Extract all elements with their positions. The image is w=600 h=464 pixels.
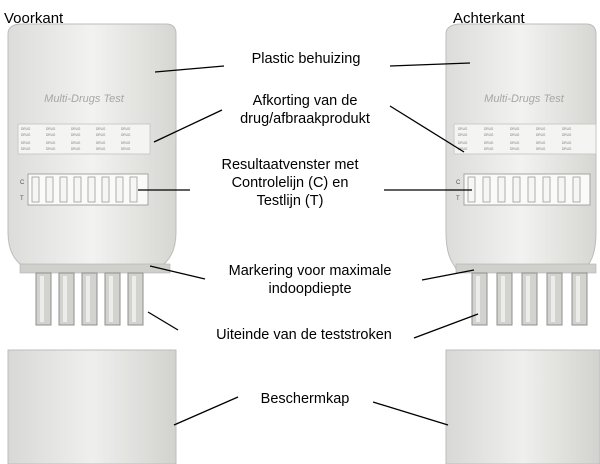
svg-text:DRUG: DRUG: [510, 141, 520, 145]
svg-text:DRUG: DRUG: [562, 147, 572, 151]
back-heading: Achterkant: [453, 10, 525, 27]
svg-text:DRUG: DRUG: [562, 127, 572, 131]
label-abbrev-line2: drug/afbraakprodukt: [240, 111, 370, 127]
leader-max-back: [421, 269, 475, 281]
svg-text:DRUG: DRUG: [121, 147, 131, 151]
leader-cap-front: [173, 396, 239, 426]
svg-text:DRUG: DRUG: [458, 133, 468, 137]
svg-text:DRUG: DRUG: [510, 147, 520, 151]
back-abbrev-strip: DRUG DRUG DRUG DRUG DRUG DRUG DRUG DRUG DRUG DR…: [453, 123, 597, 155]
label-max-line2: indoopdiepte: [268, 281, 352, 297]
svg-text:DRUG: DRUG: [96, 141, 106, 145]
front-result-window: C T: [20, 173, 149, 206]
svg-text:DRUG: DRUG: [71, 147, 81, 151]
front-c-letter: C: [20, 180, 25, 186]
front-strip-highlights: [40, 276, 136, 322]
label-cap: Beschermkap: [260, 391, 350, 407]
svg-text:DRUG: DRUG: [71, 133, 81, 137]
svg-text:DRUG: DRUG: [46, 147, 56, 151]
svg-text:DRUG: DRUG: [458, 147, 468, 151]
label-max-line1: Markering voor maximale: [228, 263, 392, 279]
svg-text:DRUG: DRUG: [536, 147, 546, 151]
leader-max-front: [149, 265, 206, 280]
label-plastic-housing: Plastic behuizing: [251, 51, 361, 67]
svg-text:DRUG: DRUG: [21, 127, 31, 131]
svg-text:DRUG: DRUG: [510, 133, 520, 137]
front-brand-text: Multi-Drugs Test: [44, 93, 125, 105]
back-brand-text: Multi-Drugs Test: [484, 93, 565, 105]
back-result-window: C T: [456, 173, 591, 206]
label-strips-end: Uiteinde van de teststroken: [216, 327, 392, 343]
back-strip-highlights: [476, 276, 580, 322]
svg-text:DRUG: DRUG: [21, 141, 31, 145]
label-window-line3: Testlijn (T): [256, 193, 324, 209]
svg-text:DRUG: DRUG: [96, 133, 106, 137]
back-cap: [445, 349, 600, 464]
svg-text:DRUG: DRUG: [121, 127, 131, 131]
leader-housing-front: [154, 65, 225, 73]
leader-cap-back: [372, 401, 449, 426]
back-c-letter: C: [456, 180, 461, 186]
front-heading: Voorkant: [4, 10, 64, 27]
svg-text:DRUG: DRUG: [21, 133, 31, 137]
svg-text:DRUG: DRUG: [458, 141, 468, 145]
svg-text:DRUG: DRUG: [46, 141, 56, 145]
svg-text:DRUG: DRUG: [484, 147, 494, 151]
svg-text:DRUG: DRUG: [71, 141, 81, 145]
svg-text:DRUG: DRUG: [484, 141, 494, 145]
svg-text:DRUG: DRUG: [536, 127, 546, 131]
svg-text:DRUG: DRUG: [484, 133, 494, 137]
svg-text:DRUG: DRUG: [121, 141, 131, 145]
svg-text:DRUG: DRUG: [96, 147, 106, 151]
svg-text:DRUG: DRUG: [71, 127, 81, 131]
svg-text:DRUG: DRUG: [536, 141, 546, 145]
svg-text:DRUG: DRUG: [96, 127, 106, 131]
back-depth-marker: [455, 263, 597, 274]
back-t-letter: T: [456, 196, 460, 202]
leader-lines: [138, 62, 479, 426]
leader-abbrev-back: [389, 105, 465, 153]
svg-text:DRUG: DRUG: [510, 127, 520, 131]
leader-strips-front: [147, 311, 179, 331]
label-window-line1: Resultaatvenster met: [221, 157, 359, 173]
front-t-letter: T: [20, 196, 24, 202]
leader-strips-back: [413, 313, 479, 339]
front-depth-marker: [19, 263, 171, 274]
svg-text:DRUG: DRUG: [458, 127, 468, 131]
front-abbrev-strip: DRUG DRUG DRUG DRUG DRUG DRUG DRUG DRUG DRUG DR…: [17, 123, 151, 155]
svg-text:DRUG: DRUG: [21, 147, 31, 151]
leader-abbrev-front: [153, 109, 223, 143]
svg-text:DRUG: DRUG: [46, 133, 56, 137]
svg-text:DRUG: DRUG: [536, 133, 546, 137]
svg-text:DRUG: DRUG: [484, 127, 494, 131]
label-abbrev-line1: Afkorting van de: [252, 93, 358, 109]
front-cap: [7, 349, 177, 464]
svg-text:DRUG: DRUG: [562, 133, 572, 137]
svg-text:DRUG: DRUG: [121, 133, 131, 137]
svg-text:DRUG: DRUG: [46, 127, 56, 131]
label-window-line2: Controlelijn (C) en: [231, 175, 349, 191]
leader-housing-back: [389, 62, 471, 67]
svg-text:DRUG: DRUG: [562, 141, 572, 145]
